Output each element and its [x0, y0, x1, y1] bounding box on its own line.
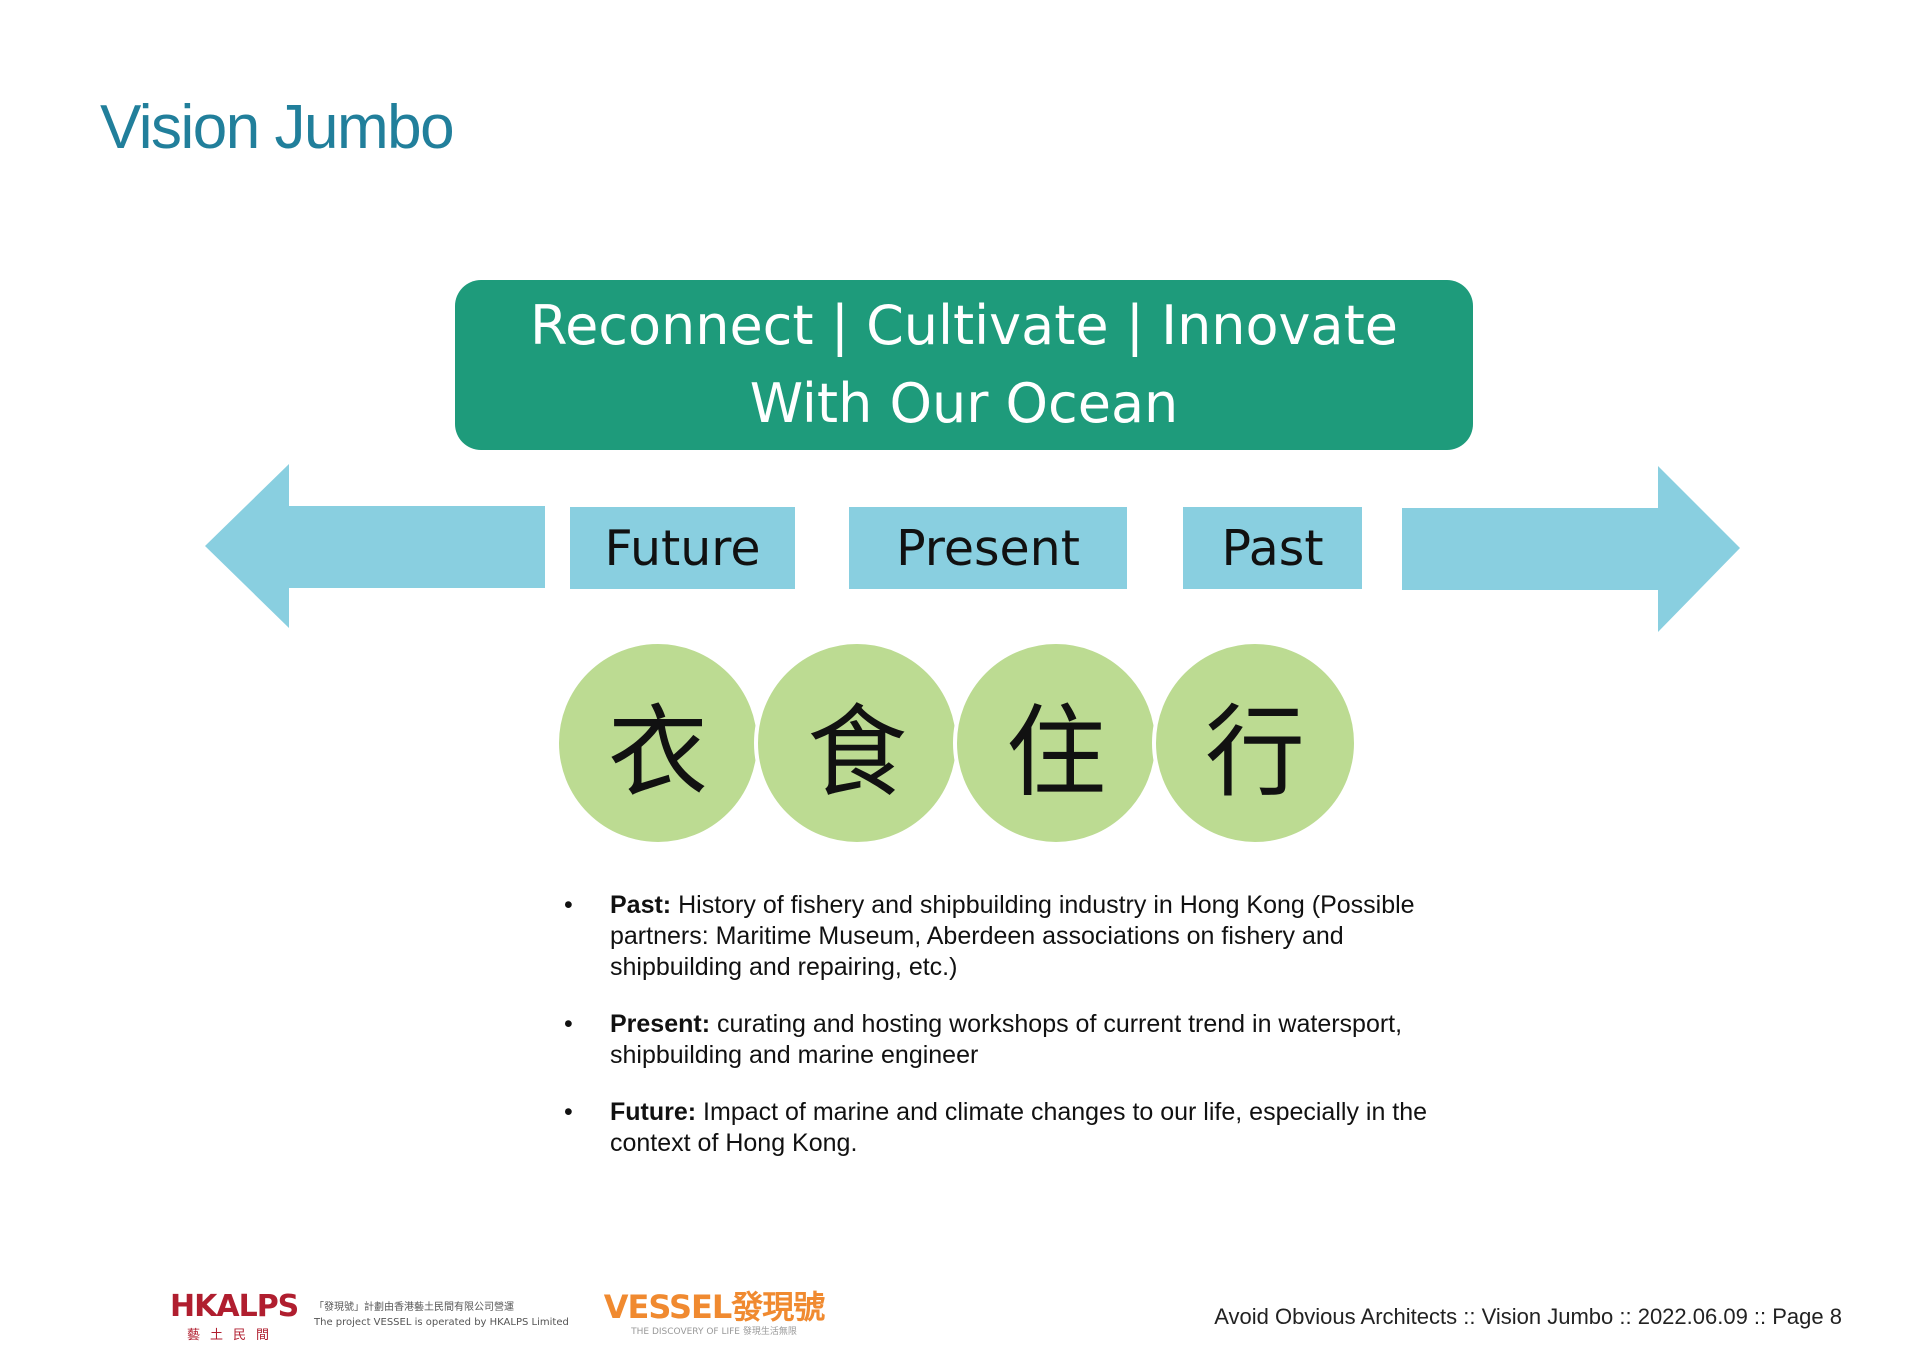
banner-line-2: With Our Ocean [749, 372, 1179, 435]
bullet-dot: • [564, 1098, 573, 1126]
bullet-dot: • [564, 891, 573, 919]
slide-title: Vision Jumbo [100, 93, 455, 162]
description-list: • Past: History of fishery and shipbuild… [560, 890, 1440, 1185]
vessel-logo-latin: VESSEL [603, 1288, 733, 1326]
footer-text: Avoid Obvious Architects :: Vision Jumbo… [1214, 1304, 1842, 1329]
bullet-text: curating and hosting workshops of curren… [610, 1010, 1403, 1069]
bullet-present: • Present: curating and hosting workshop… [560, 1009, 1440, 1071]
bullet-term: Present: [610, 1010, 711, 1038]
bullet-text: History of fishery and shipbuilding indu… [610, 891, 1415, 981]
operator-note-chinese: 「發現號」計劃由香港藝土民間有限公司營運 [314, 1302, 514, 1313]
theme-circle-clothing: 衣 [555, 640, 761, 846]
vessel-logo-chinese: 發現號 [731, 1288, 825, 1326]
bullet-dot: • [564, 1010, 573, 1038]
bullet-future: • Future: Impact of marine and climate c… [560, 1097, 1440, 1159]
hkalps-logo: HKALPS 藝土民間 [170, 1289, 299, 1344]
vessel-logo: VESSEL發現號 THE DISCOVERY OF LIFE 發現生活無限 [598, 1290, 830, 1337]
bullet-text: Impact of marine and climate changes to … [610, 1098, 1428, 1157]
vision-banner: Reconnect | Cultivate | Innovate With Ou… [455, 280, 1473, 450]
hkalps-logo-name: HKALPS [170, 1289, 299, 1324]
timeline-label-present: Present [849, 507, 1127, 589]
operator-note-english: The project VESSEL is operated by HKALPS… [314, 1317, 569, 1328]
theme-circle-housing: 住 [953, 640, 1159, 846]
left-arrow-shape [205, 464, 545, 628]
operator-note: 「發現號」計劃由香港藝土民間有限公司營運 The project VESSEL … [314, 1300, 569, 1330]
vessel-logo-tagline: THE DISCOVERY OF LIFE 發現生活無限 [631, 1327, 797, 1337]
timeline-label-future: Future [570, 507, 795, 589]
vessel-logo-name: VESSEL發現號 [598, 1290, 830, 1324]
theme-circle-travel: 行 [1152, 640, 1358, 846]
hkalps-logo-chinese: 藝土民間 [186, 1328, 279, 1343]
bullet-term: Future: [610, 1098, 697, 1126]
theme-circle-food: 食 [754, 640, 960, 846]
bullet-past: • Past: History of fishery and shipbuild… [560, 890, 1440, 983]
banner-line-1: Reconnect | Cultivate | Innovate [529, 294, 1399, 357]
timeline-label-past: Past [1183, 507, 1362, 589]
bullet-term: Past: [610, 891, 672, 919]
right-arrow-shape [1402, 466, 1740, 632]
